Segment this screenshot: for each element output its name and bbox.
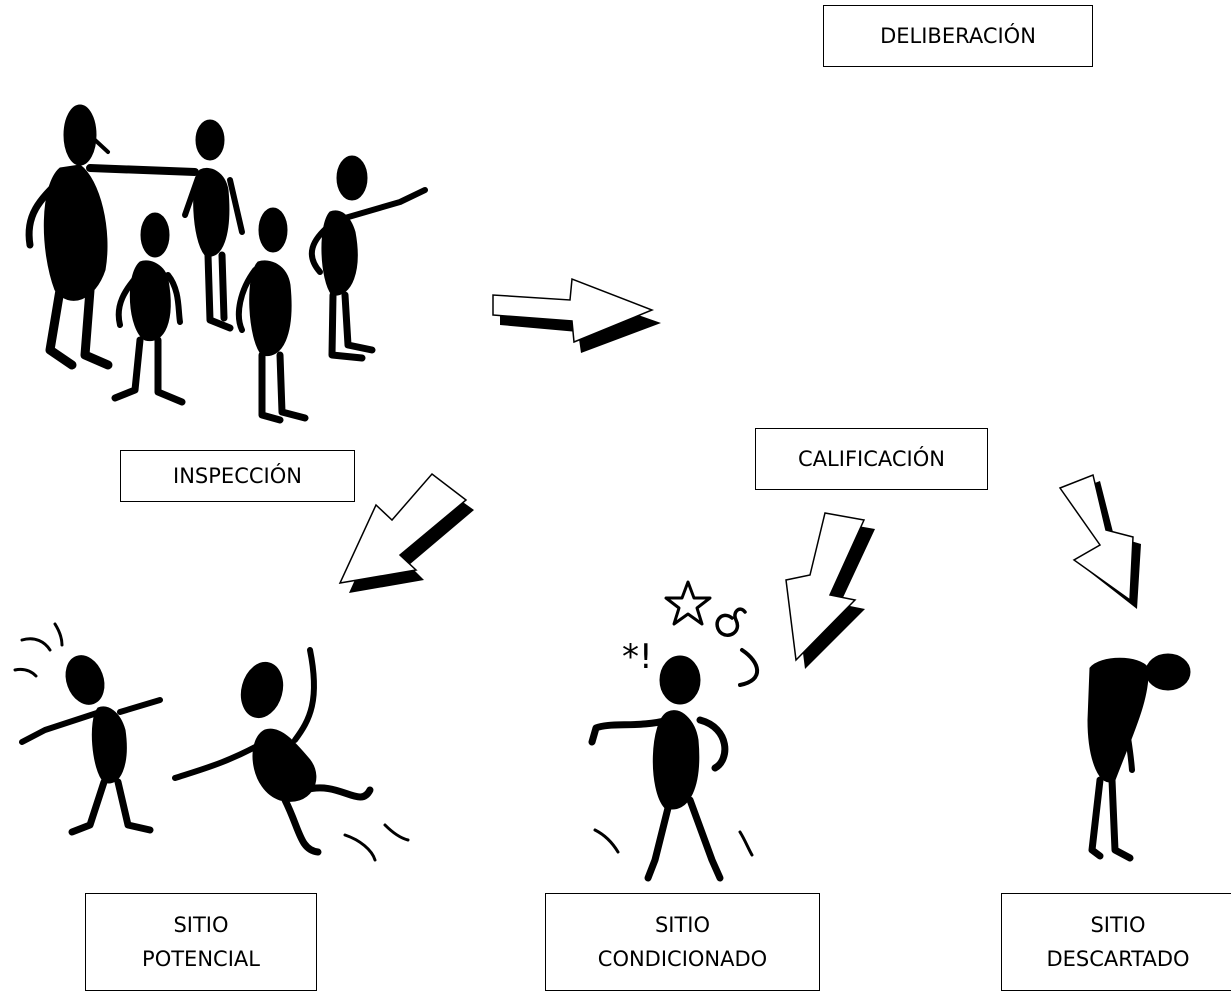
group-people-icon: [25, 104, 428, 424]
deliberacion-label: DELIBERACIÓN: [823, 5, 1093, 67]
inspeccion-text: INSPECCIÓN: [173, 464, 302, 488]
arrow-down-steep-icon: [785, 512, 875, 669]
arrow-right-icon: [492, 277, 661, 353]
arrow-down-icon: [1058, 473, 1141, 609]
sitio-condicionado-label: SITIO CONDICIONADO: [545, 893, 820, 991]
sitio-potencial-label: SITIO POTENCIAL: [85, 893, 317, 991]
sitio-descartado-label: SITIO DESCARTADO: [1001, 893, 1231, 991]
sitio-potencial-line1: SITIO: [173, 913, 229, 937]
sitio-descartado-line1: SITIO: [1090, 913, 1146, 937]
calificacion-text: CALIFICACIÓN: [798, 447, 945, 471]
sitio-descartado-line2: DESCARTADO: [1046, 947, 1190, 971]
dizzy-figure-icon: *!: [588, 580, 760, 882]
sitio-condicionado-line1: SITIO: [654, 913, 711, 937]
jumping-figures-icon: [13, 622, 410, 862]
sitio-potencial-line2: POTENCIAL: [142, 947, 260, 971]
calificacion-label: CALIFICACIÓN: [755, 428, 988, 490]
slumped-figure-icon: [1087, 653, 1191, 862]
sitio-condicionado-line2: CONDICIONADO: [597, 947, 768, 971]
inspeccion-label: INSPECCIÓN: [120, 450, 355, 502]
svg-text:*!: *!: [622, 637, 653, 677]
arrow-down-left-icon: [338, 472, 474, 593]
deliberacion-text: DELIBERACIÓN: [880, 24, 1036, 48]
